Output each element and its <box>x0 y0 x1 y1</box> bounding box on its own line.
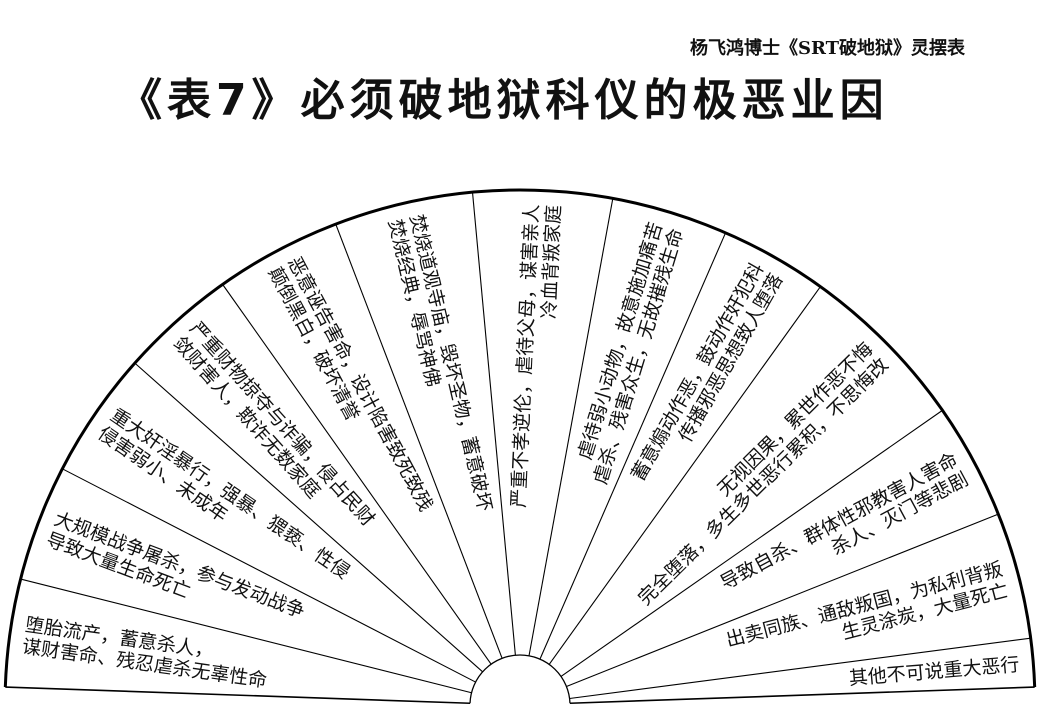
fan-divider <box>20 578 472 694</box>
fan-divider <box>548 286 821 665</box>
fan-divider <box>566 513 999 687</box>
fan-divider <box>528 198 614 656</box>
fan-divider <box>335 223 503 659</box>
fan-divider <box>5 686 471 705</box>
fan-divider <box>539 232 727 660</box>
fan-divider <box>560 409 943 677</box>
fan-divider <box>569 637 1031 700</box>
segment-text-line: 严重不孝逆伦，虐待父母，谋害亲人 <box>508 204 543 509</box>
fan-divider <box>222 284 492 665</box>
fan-divider <box>134 362 483 673</box>
subtitle: 杨飞鸿博士《SRT破地狱》灵摆表 <box>689 38 965 59</box>
fan-hub-arc <box>469 654 571 704</box>
fan-divider <box>471 192 516 656</box>
page-title: 《表7》必须破地狱科仪的极恶业因 <box>118 75 889 126</box>
fan-divider <box>62 468 476 683</box>
fan-divider <box>569 686 1035 705</box>
fan-segment-1: 堕胎流产，蓄意杀人，谋财害命、残忍虐杀无辜性命 <box>21 614 269 692</box>
fan-outer-arc <box>3 188 1037 688</box>
segment-text-line: 冷血背叛家庭 <box>538 205 565 320</box>
